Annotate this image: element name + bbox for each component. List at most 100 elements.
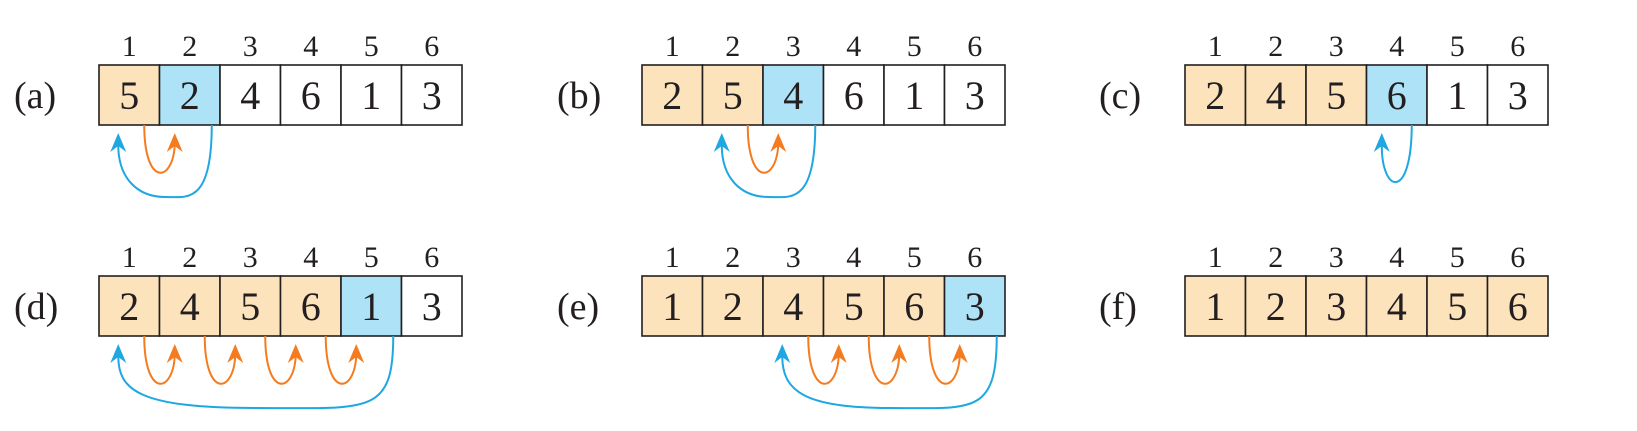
array-cell	[701, 64, 764, 126]
index-label: 6	[424, 30, 439, 63]
cell-value: 5	[723, 73, 743, 118]
cell-value: 1	[904, 73, 924, 118]
cell-value: 4	[240, 73, 260, 118]
array-cell	[400, 275, 463, 337]
array-cell	[219, 275, 282, 337]
array-cell	[701, 275, 764, 337]
shift-arrow	[203, 335, 237, 385]
cell-value: 3	[422, 73, 442, 118]
index-label: 4	[1389, 241, 1404, 274]
array-cell	[158, 64, 221, 126]
shift-arrow	[143, 335, 176, 385]
cell-value: 1	[361, 284, 381, 329]
insert-arrowhead	[713, 133, 730, 152]
shift-arrowhead	[770, 133, 787, 152]
cell-value: 3	[1326, 284, 1346, 329]
shift-arrowhead	[830, 344, 847, 363]
index-label: 1	[665, 241, 680, 274]
array-cell	[762, 275, 825, 337]
insert-arrowhead	[110, 133, 127, 152]
cell-value: 4	[783, 73, 803, 118]
shift-arrowhead	[891, 344, 908, 363]
index-label: 5	[1450, 30, 1465, 63]
array-cell	[943, 275, 1006, 337]
array-cell	[883, 64, 946, 126]
cell-value: 1	[361, 73, 381, 118]
insert-arrowhead	[774, 344, 791, 363]
insert-arrow	[781, 335, 998, 410]
shift-arrow	[928, 335, 961, 385]
index-label: 4	[303, 30, 318, 63]
cell-value: 2	[662, 73, 682, 118]
array-cell	[219, 64, 282, 126]
array-cell	[1244, 64, 1307, 126]
index-label: 6	[967, 30, 982, 63]
cell-value: 5	[1447, 284, 1467, 329]
cell-value: 5	[240, 284, 260, 329]
panel-label: (c)	[1099, 75, 1141, 117]
panel-label: (b)	[557, 75, 601, 117]
shift-arrowhead	[951, 344, 968, 363]
insert-arrow	[1380, 124, 1413, 184]
cell-value: 4	[783, 284, 803, 329]
cell-value: 6	[904, 284, 924, 329]
cell-value: 4	[180, 284, 200, 329]
index-label: 5	[907, 30, 922, 63]
index-label: 6	[1510, 30, 1525, 63]
index-label: 4	[303, 241, 318, 274]
cell-value: 4	[1266, 73, 1286, 118]
index-label: 4	[1389, 30, 1404, 63]
shift-arrow	[807, 335, 840, 385]
panel-label: (a)	[14, 75, 56, 117]
array-cell	[1184, 64, 1247, 126]
index-label: 6	[1510, 241, 1525, 274]
shift-arrowhead	[348, 344, 365, 363]
insert-arrow	[720, 124, 817, 199]
cell-value: 6	[1387, 73, 1407, 118]
cell-value: 5	[844, 284, 864, 329]
index-label: 3	[786, 241, 801, 274]
index-label: 1	[665, 30, 680, 63]
index-label: 3	[243, 241, 258, 274]
index-label: 1	[1208, 30, 1223, 63]
index-label: 1	[122, 241, 137, 274]
index-label: 5	[364, 241, 379, 274]
index-label: 6	[424, 241, 439, 274]
shift-arrow	[867, 335, 901, 385]
shift-arrow	[264, 335, 297, 385]
index-label: 2	[182, 30, 197, 63]
cell-value: 2	[180, 73, 200, 118]
array-cell	[279, 275, 342, 337]
shift-arrowhead	[227, 344, 244, 363]
cell-value: 3	[422, 284, 442, 329]
index-label: 1	[122, 30, 137, 63]
shift-arrowhead	[166, 344, 183, 363]
index-label: 3	[243, 30, 258, 63]
index-label: 5	[1450, 241, 1465, 274]
index-label: 2	[725, 30, 740, 63]
index-label: 2	[1268, 241, 1283, 274]
cell-value: 6	[301, 73, 321, 118]
index-label: 3	[1329, 30, 1344, 63]
index-label: 4	[846, 241, 861, 274]
array-cell	[1486, 64, 1549, 126]
panel-label: (e)	[557, 286, 599, 328]
cell-value: 2	[723, 284, 743, 329]
insert-arrowhead	[1373, 133, 1390, 152]
array-cell	[943, 64, 1006, 126]
cell-value: 6	[301, 284, 321, 329]
index-label: 3	[786, 30, 801, 63]
index-label: 2	[725, 241, 740, 274]
cell-value: 3	[1508, 73, 1528, 118]
array-cell	[98, 275, 161, 337]
cell-value: 2	[119, 284, 139, 329]
cell-value: 3	[965, 284, 985, 329]
cell-value: 1	[662, 284, 682, 329]
shift-arrow	[746, 124, 780, 174]
array-cell	[98, 64, 161, 126]
